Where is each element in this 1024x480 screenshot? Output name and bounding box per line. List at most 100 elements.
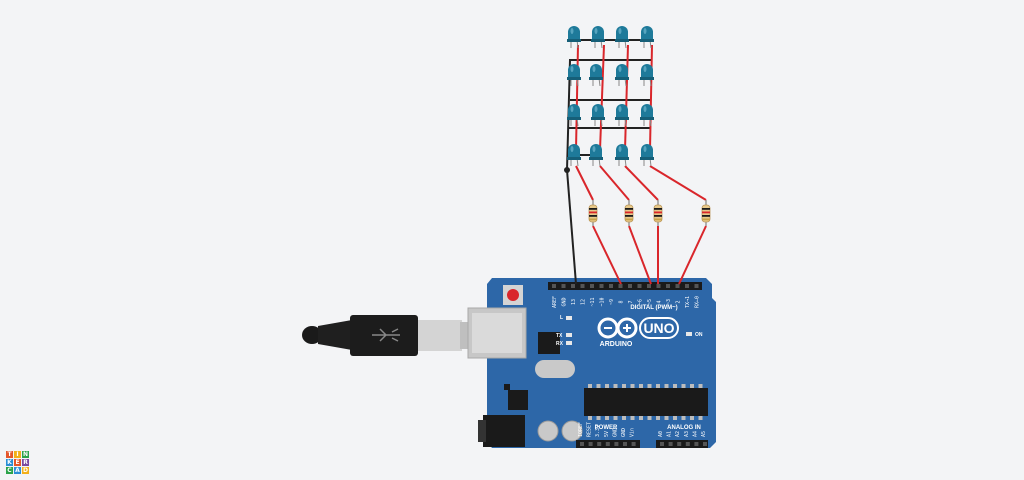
- ground-wire[interactable]: [566, 169, 577, 285]
- chip-pin: [664, 384, 669, 388]
- analog-pin-hole[interactable]: [660, 442, 664, 446]
- chip-pin: [613, 384, 618, 388]
- led-icon[interactable]: [615, 144, 629, 167]
- led-icon[interactable]: [640, 64, 654, 87]
- wire-resistor2-led[interactable]: [599, 165, 630, 201]
- analog-pin-label: A4: [692, 431, 698, 437]
- chip-pin: [664, 416, 669, 420]
- wire-pin9-resistor[interactable]: [592, 225, 622, 285]
- power-pin-hole[interactable]: [623, 442, 627, 446]
- wire-pin6-resistor[interactable]: [628, 225, 652, 285]
- digital-pin-hole[interactable]: [571, 284, 575, 288]
- analog-pin-hole[interactable]: [685, 442, 690, 446]
- power-pin-label: IOREF: [578, 422, 584, 437]
- chip-pin: [622, 384, 626, 388]
- digital-pin-hole[interactable]: [628, 284, 632, 288]
- power-pin-label: 3.3V: [595, 425, 601, 437]
- led-icon[interactable]: [567, 64, 581, 87]
- digital-pin-hole[interactable]: [656, 284, 661, 288]
- led-tx-label: TX: [556, 333, 563, 339]
- wire-pin3-resistor[interactable]: [678, 225, 707, 285]
- led-icon[interactable]: [567, 104, 581, 127]
- digital-pin-label: AREF: [552, 296, 558, 308]
- usb-cable-icon[interactable]: [302, 315, 470, 356]
- power-pin-hole[interactable]: [605, 442, 610, 446]
- led-icon[interactable]: [640, 144, 654, 167]
- logo-letter: K: [6, 459, 13, 466]
- digital-pin-hole[interactable]: [599, 284, 604, 288]
- resistor-icon[interactable]: [653, 200, 663, 226]
- chip-pin: [605, 416, 609, 420]
- matrix-col-wire-1[interactable]: [575, 44, 579, 151]
- power-pin-hole[interactable]: [588, 442, 593, 446]
- matrix-col-wire-4[interactable]: [649, 44, 653, 151]
- matrix-col-wire-2[interactable]: [599, 44, 605, 151]
- led-icon[interactable]: [589, 64, 603, 87]
- power-pin-hole[interactable]: [614, 442, 619, 446]
- wire-resistor1-led[interactable]: [575, 165, 594, 201]
- digital-pin-hole[interactable]: [618, 284, 623, 288]
- chip-pin: [613, 416, 618, 420]
- power-pin-label: GND: [621, 428, 627, 437]
- chip-pin: [656, 416, 660, 420]
- led-icon[interactable]: [589, 144, 603, 167]
- analog-header[interactable]: [656, 440, 708, 448]
- analog-pin-hole[interactable]: [703, 442, 707, 446]
- digital-pin-hole[interactable]: [685, 284, 689, 288]
- matrix-col-wire-3[interactable]: [624, 44, 629, 151]
- chip-pin: [639, 416, 643, 420]
- digital-pin-hole[interactable]: [561, 284, 566, 288]
- chip-pin: [647, 384, 652, 388]
- wire-resistor3-led[interactable]: [624, 165, 659, 201]
- logo-letter: R: [22, 459, 29, 466]
- digital-header[interactable]: [548, 282, 702, 290]
- led-icon[interactable]: [615, 64, 629, 87]
- led-icon[interactable]: [567, 26, 581, 49]
- on-label: ON: [695, 332, 703, 338]
- digital-pin-hole[interactable]: [637, 284, 642, 288]
- led-icon[interactable]: [640, 26, 654, 49]
- analog-pin-label: A2: [675, 431, 681, 437]
- digital-pin-hole[interactable]: [609, 284, 613, 288]
- digital-pin-label: ~10: [600, 297, 606, 306]
- power-pin-hole[interactable]: [580, 442, 584, 446]
- power-pin-hole[interactable]: [631, 442, 636, 446]
- digital-pin-hole[interactable]: [580, 284, 585, 288]
- digital-pin-hole[interactable]: [694, 284, 699, 288]
- digital-pin-hole[interactable]: [590, 284, 594, 288]
- analog-pin-hole[interactable]: [668, 442, 673, 446]
- wire-junction[interactable]: [564, 167, 570, 173]
- wire-resistor4-led[interactable]: [649, 165, 707, 201]
- resistor-icon[interactable]: [701, 200, 711, 226]
- power-header-label: POWER: [595, 425, 618, 431]
- led-icon[interactable]: [615, 26, 629, 49]
- analog-header-label: ANALOG IN: [667, 425, 701, 431]
- digital-pin-hole[interactable]: [647, 284, 651, 288]
- chip-pin: [698, 416, 703, 420]
- analog-pin-hole[interactable]: [694, 442, 699, 446]
- led-icon[interactable]: [640, 104, 654, 127]
- led-icon[interactable]: [591, 104, 605, 127]
- digital-pin-label: 13: [571, 299, 577, 305]
- led-icon[interactable]: [591, 26, 605, 49]
- analog-pin-hole[interactable]: [677, 442, 682, 446]
- led-icon[interactable]: [567, 144, 581, 167]
- digital-pin-hole[interactable]: [675, 284, 680, 288]
- resistor-icon[interactable]: [624, 200, 634, 226]
- logo-letter: I: [14, 451, 21, 458]
- chip-pin: [673, 384, 677, 388]
- arduino-infinity-logo-icon: [597, 317, 638, 339]
- led-icon[interactable]: [615, 104, 629, 127]
- chip-pin: [596, 416, 601, 420]
- chip-pin: [588, 384, 592, 388]
- resistor-icon[interactable]: [588, 200, 598, 226]
- chip-pin: [639, 384, 643, 388]
- digital-pin-hole[interactable]: [552, 284, 556, 288]
- matrix-cathode-rail[interactable]: [566, 59, 652, 171]
- chip-pin: [647, 416, 652, 420]
- power-pin-hole[interactable]: [597, 442, 602, 446]
- digital-pin-hole[interactable]: [666, 284, 670, 288]
